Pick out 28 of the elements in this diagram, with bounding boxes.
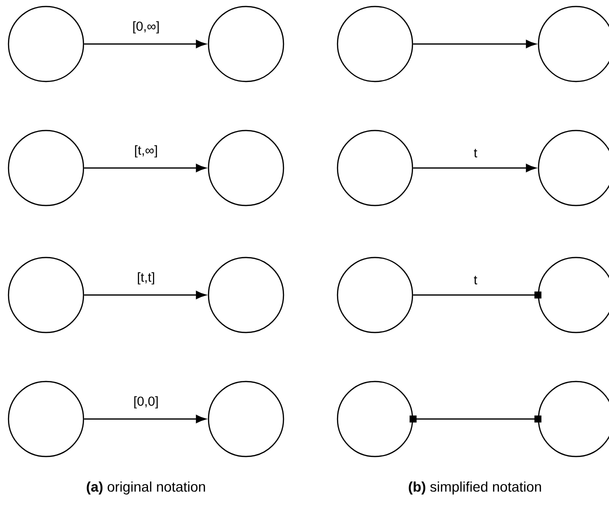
arrow: [84, 164, 206, 172]
circle-node: [8, 130, 84, 206]
caption: (b) simplified notation: [408, 481, 541, 495]
circle-node: [336, 380, 414, 458]
circle-node: [8, 256, 84, 334]
circle-node: [336, 130, 414, 206]
arrow: [84, 40, 206, 48]
edge-label: t: [472, 148, 478, 158]
edge-label: [t,∞]: [133, 144, 159, 158]
circle-node: [336, 6, 414, 82]
edge-label: [0,∞]: [131, 20, 161, 34]
arrow: [413, 164, 536, 172]
arrow: [413, 40, 536, 48]
arrow: [84, 290, 206, 300]
edge-label: t: [472, 274, 478, 286]
circle-node: [8, 380, 84, 458]
arrow: [84, 414, 206, 424]
caption: (a) original notation: [86, 481, 205, 495]
edge-label: [t,t]: [136, 271, 156, 286]
circle-node: [208, 130, 284, 206]
circle-node: [336, 256, 414, 334]
arrow: [410, 416, 542, 422]
circle-node: [208, 256, 284, 334]
arrow: [413, 292, 542, 298]
edge-label: [0,0]: [132, 395, 160, 410]
circle-node: [208, 6, 284, 82]
circle-node: [8, 6, 84, 82]
circle-node: [208, 380, 284, 458]
